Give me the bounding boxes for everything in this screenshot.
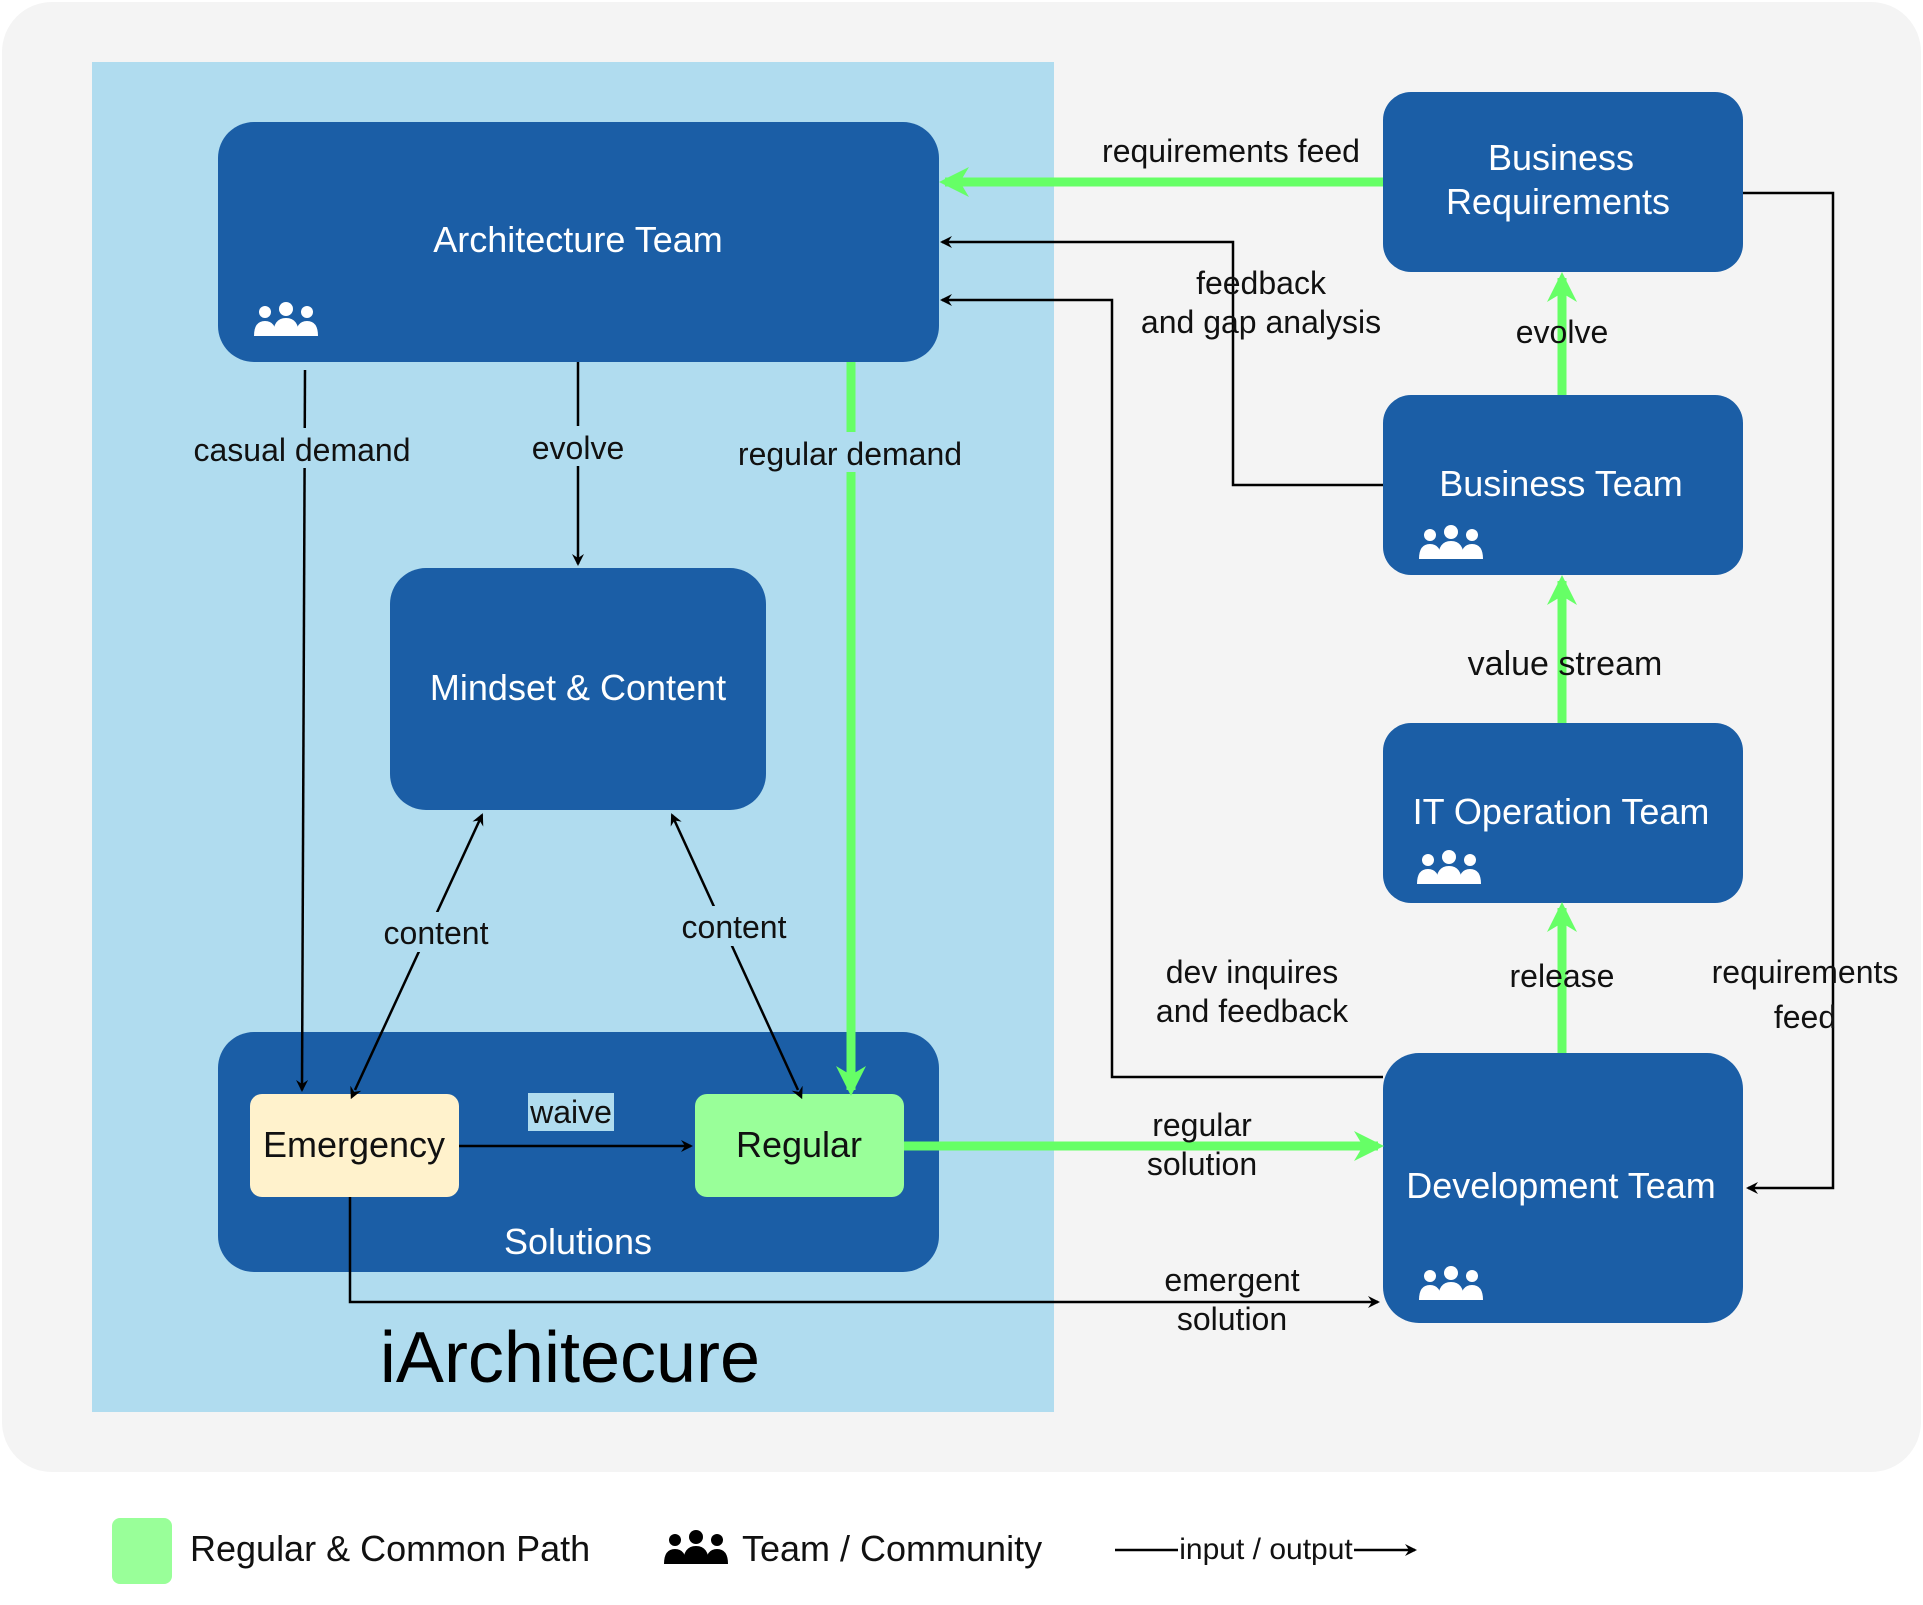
svg-text:solution: solution — [1177, 1301, 1287, 1337]
team-icon — [664, 1530, 728, 1564]
legend: Regular & Common Path Team / Community i… — [112, 1518, 1417, 1584]
svg-text:solution: solution — [1147, 1146, 1257, 1182]
svg-text:regular demand: regular demand — [738, 436, 962, 472]
legend-io-label: input / output — [1179, 1533, 1353, 1566]
label-requirements-feed-right: requirements feed — [1712, 954, 1899, 1035]
svg-text:requirements feed: requirements feed — [1102, 133, 1360, 169]
svg-text:emergent: emergent — [1164, 1262, 1299, 1298]
solutions-label: Solutions — [504, 1221, 652, 1262]
it-operation-team-label: IT Operation Team — [1413, 791, 1710, 832]
label-evolve-business: evolve — [1516, 314, 1609, 350]
svg-text:value stream: value stream — [1468, 645, 1663, 683]
svg-text:content: content — [682, 909, 787, 945]
svg-text:evolve: evolve — [532, 430, 625, 466]
mindset-content-label: Mindset & Content — [430, 667, 726, 708]
svg-text:evolve: evolve — [1516, 314, 1609, 350]
business-team-label: Business Team — [1439, 463, 1682, 504]
emergency-node[interactable]: Emergency — [250, 1094, 459, 1197]
emergency-label: Emergency — [263, 1124, 445, 1165]
edge-feedback-gap-analysis — [940, 236, 1383, 487]
edge-requirements-feed-right — [1743, 191, 1835, 1194]
label-emergent-solution: emergent solution — [1164, 1262, 1299, 1337]
label-requirements-feed-top: requirements feed — [1090, 130, 1372, 170]
svg-text:dev inquires: dev inquires — [1166, 954, 1339, 990]
label-regular-demand: regular demand — [730, 432, 972, 472]
edge-dev-inquires — [940, 294, 1383, 1079]
business-team-node[interactable]: Business Team — [1383, 395, 1743, 575]
label-feedback-gap-analysis: feedback and gap analysis — [1141, 265, 1381, 340]
label-content-left: content — [380, 912, 492, 952]
legend-team-label: Team / Community — [742, 1528, 1042, 1569]
edge-content-right — [670, 813, 803, 1100]
label-waive: waive — [528, 1093, 614, 1131]
zone-title: iArchitecure — [380, 1318, 760, 1398]
edge-content-left — [350, 813, 484, 1100]
architecture-team-node[interactable]: Architecture Team — [218, 122, 939, 362]
svg-text:feed: feed — [1774, 999, 1836, 1035]
svg-text:waive: waive — [529, 1094, 612, 1130]
edge-emergent-solution — [348, 1197, 1380, 1308]
label-regular-solution: regular solution — [1147, 1107, 1257, 1182]
label-dev-inquires: dev inquires and feedback — [1156, 954, 1349, 1029]
svg-text:release: release — [1510, 958, 1615, 994]
business-requirements-node[interactable]: Business Requirements — [1383, 92, 1743, 272]
regular-label: Regular — [736, 1124, 862, 1165]
regular-node[interactable]: Regular — [695, 1094, 904, 1197]
svg-text:casual demand: casual demand — [193, 432, 410, 468]
svg-text:feedback: feedback — [1196, 265, 1327, 301]
business-requirements-label-line-1: Business — [1488, 137, 1634, 178]
svg-text:regular: regular — [1152, 1107, 1252, 1143]
it-operation-team-node[interactable]: IT Operation Team — [1383, 723, 1743, 903]
svg-text:and feedback: and feedback — [1156, 993, 1349, 1029]
label-evolve-arch: evolve — [525, 426, 631, 466]
legend-regular-path-label: Regular & Common Path — [190, 1528, 590, 1569]
label-value-stream: value stream — [1468, 645, 1663, 683]
label-casual-demand: casual demand — [185, 428, 421, 468]
business-requirements-label-line-2: Requirements — [1446, 181, 1670, 222]
label-release: release — [1510, 958, 1615, 994]
svg-text:requirements: requirements — [1712, 954, 1899, 990]
svg-text:and gap analysis: and gap analysis — [1141, 304, 1381, 340]
development-team-node[interactable]: Development Team — [1383, 1053, 1743, 1323]
label-content-right: content — [678, 906, 790, 946]
svg-text:content: content — [384, 915, 489, 951]
development-team-label: Development Team — [1406, 1165, 1716, 1206]
edge-casual-demand — [296, 369, 309, 1092]
legend-green-swatch — [112, 1518, 172, 1584]
architecture-team-label: Architecture Team — [433, 219, 722, 260]
mindset-content-node[interactable]: Mindset & Content — [390, 568, 766, 810]
